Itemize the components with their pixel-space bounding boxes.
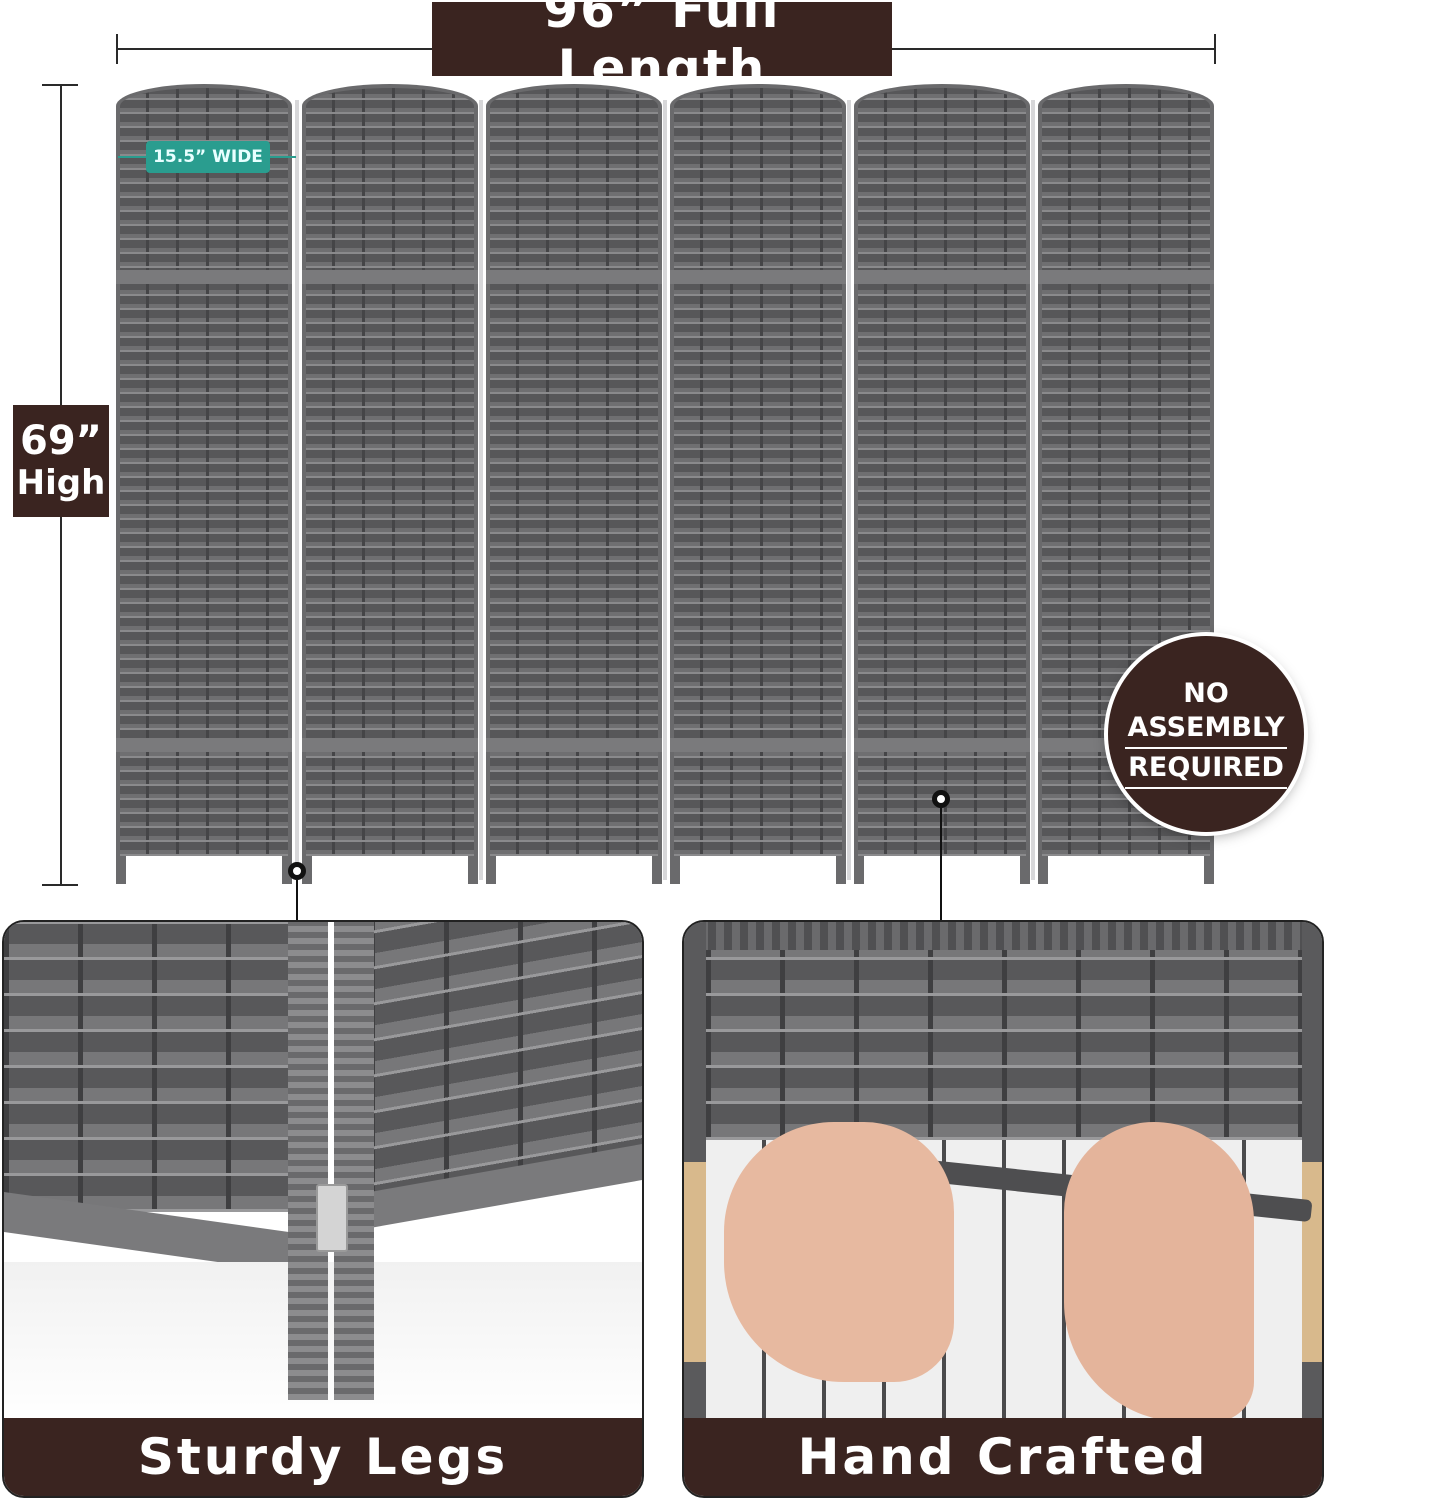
hinge-pole-3 xyxy=(663,100,667,880)
height-label: 69” High xyxy=(13,405,109,517)
divider-panel-1 xyxy=(116,84,292,884)
length-label: 96” Full Length xyxy=(432,0,892,97)
badge-divider-bottom xyxy=(1125,787,1287,789)
no-assembly-badge: NO ASSEMBLY REQUIRED xyxy=(1108,636,1304,832)
wooden-post-left xyxy=(684,1162,706,1362)
weaving-hand-right xyxy=(1064,1122,1254,1422)
badge-divider xyxy=(1125,747,1287,749)
length-label-text: 96” Full Length xyxy=(543,0,781,97)
legs-callout-connector xyxy=(296,880,298,920)
length-dimension-tick-left xyxy=(116,34,118,64)
woven-strap-closeup xyxy=(706,950,1302,1140)
divider-panel-5 xyxy=(854,84,1030,884)
legs-callout-marker xyxy=(288,862,306,880)
hinge-pole-5 xyxy=(1031,100,1035,880)
hinge-pole-1 xyxy=(295,100,299,880)
divider-panel-2 xyxy=(302,84,478,884)
wooden-post-right xyxy=(1302,1162,1322,1362)
frame-top-rail xyxy=(684,922,1322,950)
hinge-pole-4 xyxy=(847,100,851,880)
hand-crafted-caption: Hand Crafted xyxy=(684,1418,1322,1496)
leg-post-left xyxy=(288,922,328,1400)
weaving-hand-left xyxy=(724,1122,954,1382)
sturdy-legs-card: Sturdy Legs xyxy=(2,920,644,1498)
sturdy-legs-caption: Sturdy Legs xyxy=(4,1418,642,1496)
height-word: High xyxy=(16,463,106,503)
hinge-icon xyxy=(316,1184,348,1252)
height-dimension-tick-top xyxy=(42,84,78,86)
height-dimension-tick-bottom xyxy=(42,884,78,886)
hand-crafted-card: Hand Crafted xyxy=(682,920,1324,1498)
panel-width-tag: 15.5” WIDE xyxy=(146,141,270,173)
leg-post-right xyxy=(334,922,374,1400)
weave-callout-marker xyxy=(932,790,950,808)
badge-line-2: ASSEMBLY xyxy=(1127,712,1285,743)
hand-crafted-caption-text: Hand Crafted xyxy=(797,1428,1209,1486)
hinge-pole-2 xyxy=(479,100,483,880)
divider-panel-4 xyxy=(670,84,846,884)
legs-left-panel-closeup xyxy=(4,922,294,1212)
badge-line-3: REQUIRED xyxy=(1128,752,1284,783)
height-value: 69” xyxy=(20,418,102,464)
weave-callout-connector xyxy=(940,808,942,920)
sturdy-legs-caption-text: Sturdy Legs xyxy=(137,1428,509,1486)
badge-line-1: NO xyxy=(1183,678,1229,709)
panel-width-text: 15.5” WIDE xyxy=(153,147,263,167)
divider-panel-3 xyxy=(486,84,662,884)
length-dimension-tick-right xyxy=(1214,34,1216,64)
